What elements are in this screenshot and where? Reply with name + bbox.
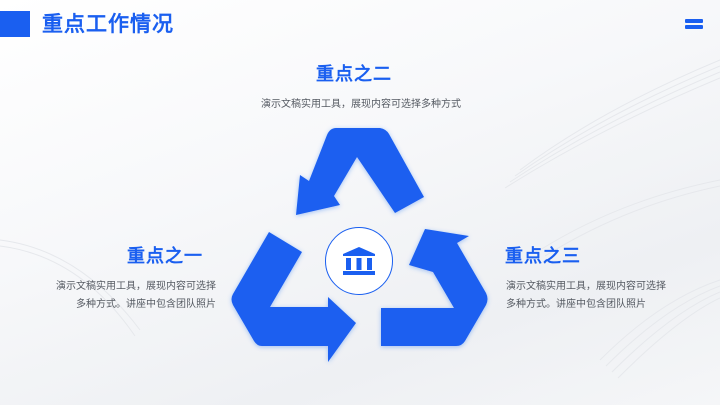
point-1-desc-line: 演示文稿实用工具，展现内容可选择 [56,281,216,292]
point-3-desc-line: 多种方式。讲座中包含团队照片 [506,299,646,310]
point-2-title: 重点之二 [316,64,392,85]
page-title: 重点工作情况 [42,12,174,36]
point-2-description: 演示文稿实用工具，展现内容可选择多种方式 [256,96,466,114]
point-3-description: 演示文稿实用工具，展现内容可选择 多种方式。讲座中包含团队照片 [506,278,686,314]
point-3-desc-line: 演示文稿实用工具，展现内容可选择 [506,281,666,292]
header-accent-bar [0,11,30,37]
arrow-right [381,229,488,346]
point-2-desc-line: 演示文稿实用工具，展现内容可选择多种方式 [261,99,461,110]
point-1-description: 演示文稿实用工具，展现内容可选择 多种方式。讲座中包含团队照片 [48,278,216,314]
point-1-title: 重点之一 [127,246,203,267]
point-3-title: 重点之三 [505,246,581,267]
arrow-top [296,128,424,215]
menu-button[interactable] [685,17,703,31]
bank-icon [343,247,375,275]
point-1-desc-line: 多种方式。讲座中包含团队照片 [76,299,216,310]
menu-icon-line [685,19,703,23]
menu-icon-line [685,25,703,29]
center-badge [325,227,393,295]
arrow-left [231,232,356,362]
